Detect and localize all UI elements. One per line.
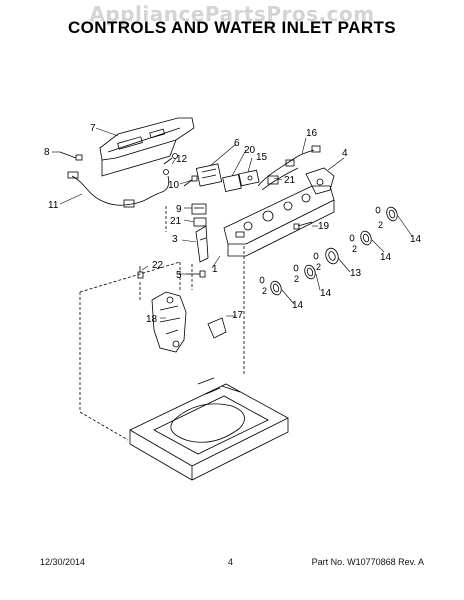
callout-22: 22 [152,260,164,271]
callout-1: 1 [212,264,218,275]
footer-date: 12/30/2014 [40,557,86,567]
callout-labels: 7 8 11 12 10 6 20 15 16 4 21 9 21 3 1 5 … [44,123,422,325]
part-6-module [195,163,223,187]
callout-6: 6 [234,138,240,149]
callout-14-a: 14 [410,234,422,245]
knobs-group [259,206,398,296]
callout-14-c: 14 [320,288,332,299]
part-8-screw [59,151,83,161]
footer-page-number: 4 [228,557,234,567]
part-1-backguard [223,185,335,257]
callout-12: 12 [176,154,188,165]
callout-13: 13 [350,268,362,279]
part-15-module [238,169,260,187]
callout-2-e: 2 [262,286,267,296]
cabinet-top [129,377,289,481]
callout-2-b: 2 [352,244,357,254]
callout-2-a: 2 [378,220,383,230]
callout-2-d: 2 [294,274,299,284]
part-22-screw [137,266,144,279]
part-11-harness [67,169,170,208]
watermark: AppliancePartsPros.com [89,2,375,26]
callout-19: 19 [318,221,330,232]
callout-2-c: 2 [316,262,321,272]
callout-7: 7 [90,123,96,134]
callout-14-b: 14 [380,252,392,263]
callout-15: 15 [256,152,268,163]
part-18-valve [151,291,187,353]
callout-14-d: 14 [292,300,304,311]
callout-16: 16 [306,128,318,139]
callout-10: 10 [168,180,180,191]
part-12-clip [163,153,178,165]
cabinet-outline [79,206,245,441]
part-4-bracket [305,167,335,195]
part-9-switch [191,203,207,215]
part-21-clip-right [267,175,279,185]
callout-18: 18 [146,314,158,325]
callout-20: 20 [244,145,256,156]
part-5-screw [186,270,206,278]
callout-21-left: 21 [170,216,182,227]
part-10-screw [183,175,198,187]
callout-4: 4 [342,148,348,159]
part-20-module [222,174,242,192]
part-16-wiring [257,145,321,191]
callout-11: 11 [48,200,59,211]
part-21-clip-left [193,217,207,227]
callout-8: 8 [44,147,50,158]
part-17-clamp [207,317,227,339]
page-title: CONTROLS AND WATER INLET PARTS [67,18,397,37]
leader-lines [52,127,413,319]
footer-part-number: Part No. W10770868 Rev. A [311,557,424,567]
callout-9: 9 [176,204,182,215]
callout-17: 17 [232,310,244,321]
callout-5: 5 [176,270,182,281]
callout-3: 3 [172,234,178,245]
callout-21-right: 21 [284,175,296,186]
part-3-bracket [195,225,209,263]
part-7-console [99,117,195,177]
part-19-screw [293,221,313,230]
